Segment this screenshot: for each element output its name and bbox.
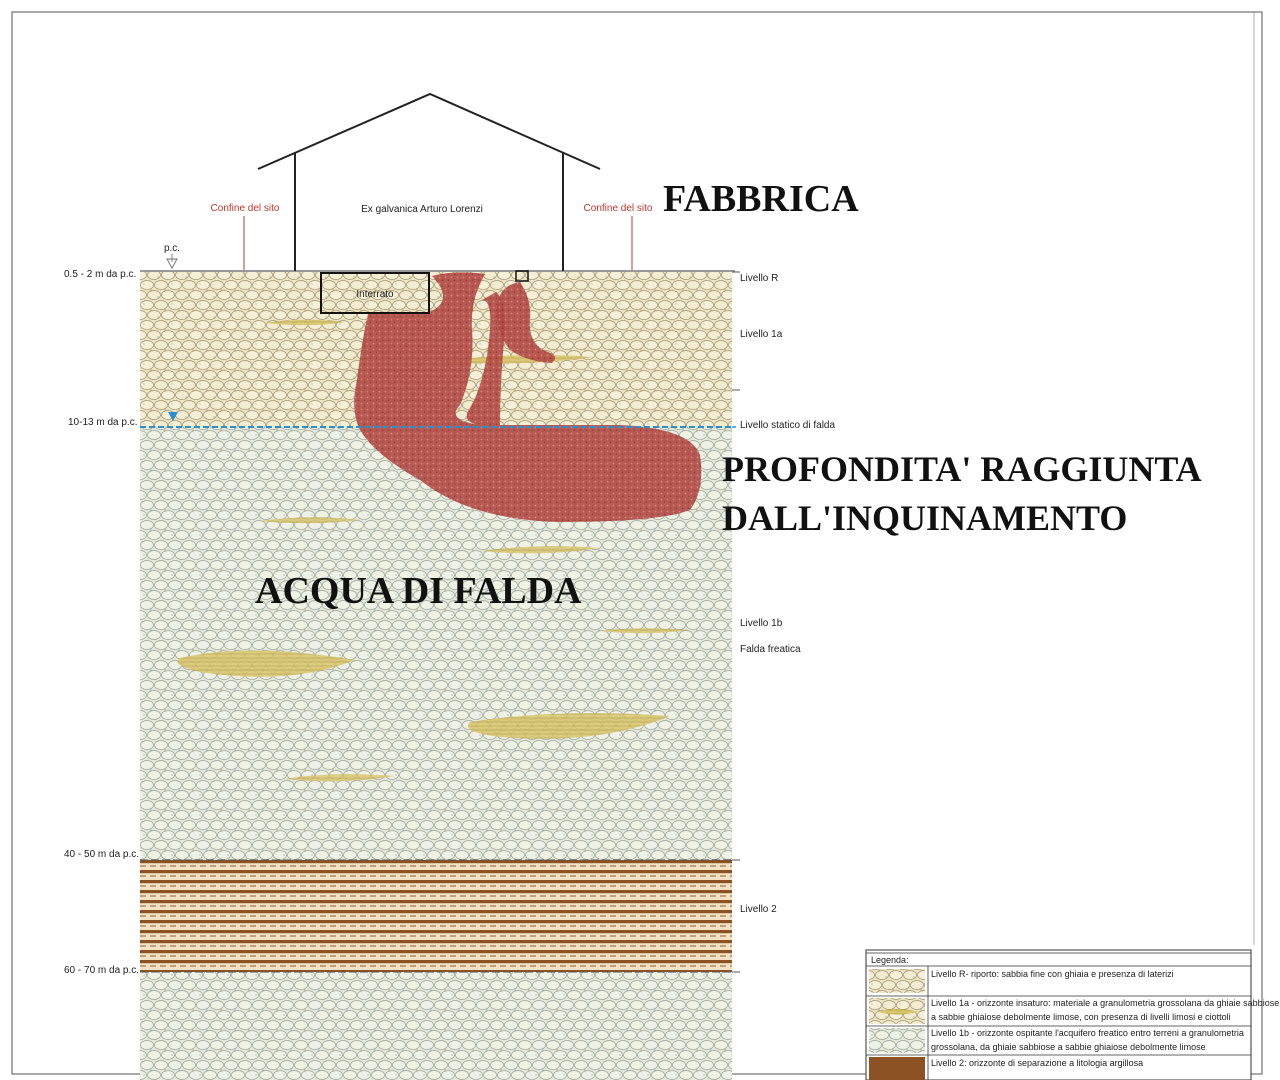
level-label-aquifer: Falda freatica — [740, 644, 801, 655]
depth-label-2: 10-13 m da p.c. — [68, 417, 137, 428]
legend-item-2-line1: Livello 1a - orizzonte insaturo: materia… — [931, 998, 1279, 1008]
legend-item-1-line1: Livello R- riporto: sabbia fine con ghia… — [931, 969, 1174, 979]
layer-clay — [140, 860, 732, 972]
groundwater-label: ACQUA DI FALDA — [255, 570, 582, 612]
factory-building — [258, 94, 600, 271]
legend-swatch-2 — [869, 1057, 925, 1080]
level-label-r: Livello R — [740, 273, 778, 284]
pollution-depth-label-line2: DALL'INQUINAMENTO — [722, 498, 1127, 538]
depth-label-3: 40 - 50 m da p.c. — [64, 849, 139, 860]
layer-deep — [140, 972, 732, 1080]
building-title: FABBRICA — [663, 178, 859, 220]
level-label-1b: Livello 1b — [740, 618, 783, 629]
legend: Legenda: Livello R- riporto: sabbia fine… — [866, 950, 1279, 1080]
pollution-depth-label-line1: PROFONDITA' RAGGIUNTA — [722, 449, 1202, 489]
ground-marker-label: p.c. — [164, 243, 180, 254]
legend-swatch-1b — [869, 1028, 925, 1053]
building-name: Ex galvanica Arturo Lorenzi — [361, 204, 483, 215]
legend-swatch-r — [869, 969, 925, 993]
legend-item-3-line2: grossolana, da ghiaie sabbiose a sabbie … — [931, 1042, 1206, 1052]
depth-label-1: 0.5 - 2 m da p.c. — [64, 269, 136, 280]
depth-label-4: 60 - 70 m da p.c. — [64, 965, 139, 976]
depth-ticks — [732, 272, 740, 972]
site-boundary-left-label: Confine del sito — [211, 203, 280, 214]
legend-item-4-line1: Livello 2: orizzonte di separazione a li… — [931, 1058, 1143, 1068]
basement-label: Interrato — [356, 289, 394, 300]
site-boundary-right-label: Confine del sito — [584, 203, 653, 214]
legend-item-2-line2: a sabbie ghiaiose debolmente limose, con… — [931, 1012, 1231, 1022]
level-label-water-table: Livello statico di falda — [740, 420, 835, 431]
level-label-2: Livello 2 — [740, 904, 777, 915]
level-label-1a: Livello 1a — [740, 329, 783, 340]
legend-item-3-line1: Livello 1b - orizzonte ospitante l'acqui… — [931, 1028, 1244, 1038]
legend-title: Legenda: — [871, 955, 909, 965]
